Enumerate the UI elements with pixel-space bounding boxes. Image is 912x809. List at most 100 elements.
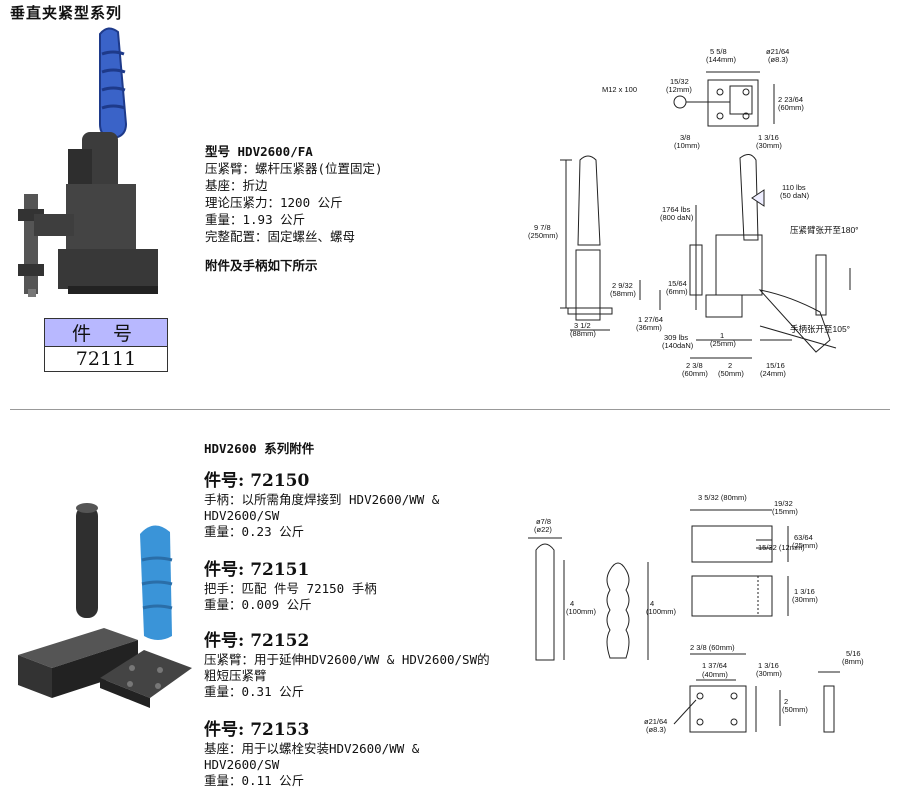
dim-text: (12mm) [666, 85, 692, 94]
dim-text: 3 5/32 (80mm) [698, 493, 747, 502]
spec-line: 理论压紧力：1200 公斤 [205, 195, 343, 210]
model-name: 型号 HDV2600/FA [205, 144, 313, 159]
dim-text: ø7/8 [536, 517, 551, 526]
clamp-photo [18, 27, 158, 297]
dim-text: ø21/64 [766, 47, 789, 56]
spec-line: 压紧臂：螺杆压紧器(位置固定) [205, 161, 383, 176]
clamp-body [66, 184, 136, 254]
dim-text: (ø8.3) [646, 725, 667, 734]
accessory-part-number: 件号: 72152 [204, 631, 310, 651]
spec-line: 重量：1.93 公斤 [205, 212, 306, 227]
dim-text: 9 7/8 [534, 223, 551, 232]
accessory-line: 粗短压紧臂 [204, 668, 267, 683]
dim-text: (100mm) [646, 607, 677, 616]
dim-text: (25mm) [710, 339, 736, 348]
accessory-item: 件号: 72152 压紧臂：用于延伸HDV2600/WW & HDV2600/S… [204, 630, 490, 700]
dim-text: (ø22) [534, 525, 552, 534]
dim-text: (50 daN) [780, 191, 810, 200]
clamp-dimension-drawing: 5 5/8 (144mm) ø21/64 (ø8.3) M12 x 100 15… [528, 47, 859, 378]
dim-text: 3/8 [680, 133, 690, 142]
dim-text: 1 3/16 [758, 133, 779, 142]
dim-text: ø21/64 [644, 717, 667, 726]
part-number: 72111 [44, 346, 168, 372]
clamp-arm-block [18, 628, 138, 668]
dim-text: 15/64 [668, 279, 687, 288]
accessory-item: 件号: 72150 手柄：以所需角度焊接到 HDV2600/WW & HDV26… [204, 470, 439, 540]
accessory-line: 压紧臂：用于延伸HDV2600/WW & HDV2600/SW的 [204, 652, 490, 667]
accessory-line: 重量：0.11 公斤 [204, 773, 305, 788]
dim-text: (24mm) [760, 369, 786, 378]
accessory-dimension-drawing: ø7/8 (ø22) 4 (100mm) 4 (100mm) 3 5/32 (8… [528, 493, 864, 734]
accessory-line: 手柄：以所需角度焊接到 HDV2600/WW & [204, 492, 440, 507]
dim-text: 4 [650, 599, 654, 608]
dim-text: (58mm) [610, 289, 636, 298]
part-number-table: 件 号 72111 [44, 318, 168, 372]
dim-text: 15/32 (12mm) [758, 543, 805, 552]
dim-text: (30mm) [756, 141, 782, 150]
page-title: 垂直夹紧型系列 [10, 4, 123, 22]
dim-text: (88mm) [570, 329, 596, 338]
dim-text: 2 23/64 [778, 95, 803, 104]
dim-text: (6mm) [666, 287, 688, 296]
dim-text: 1 3/16 [758, 661, 779, 670]
accessory-line: 基座：用于以螺栓安装HDV2600/WW & [204, 741, 420, 756]
dim-text: 19/32 [774, 499, 793, 508]
dim-text: 5/16 [846, 649, 861, 658]
dim-text: (30mm) [792, 595, 818, 604]
section-divider [10, 409, 890, 410]
dim-text: 4 [570, 599, 574, 608]
base-plate [100, 650, 192, 698]
product-specs: 型号 HDV2600/FA 压紧臂：螺杆压紧器(位置固定) 基座：折边 理论压紧… [205, 143, 383, 274]
dim-text: 2 [728, 361, 732, 370]
dim-text: 309 lbs [664, 333, 688, 342]
dim-text: 1764 lbs [662, 205, 691, 214]
accessory-item: 件号: 72151 把手：匹配 件号 72150 手柄 重量：0.009 公斤 [204, 559, 377, 613]
dim-text: (15mm) [772, 507, 798, 516]
dim-text: 110 lbs [782, 183, 806, 192]
dim-text: (50mm) [718, 369, 744, 378]
dim-text: (ø8.3) [768, 55, 789, 64]
accessory-part-number: 件号: 72151 [204, 560, 310, 580]
dim-text: M12 x 100 [602, 85, 637, 94]
dim-text: 2 [784, 697, 788, 706]
dim-text: (40mm) [702, 670, 728, 679]
accessory-line: HDV2600/SW [204, 508, 280, 523]
accessory-note: 附件及手柄如下所示 [205, 258, 318, 273]
part-label: 件 号 [44, 318, 168, 347]
dim-text: (140daN) [662, 341, 694, 350]
accessory-line: HDV2600/SW [204, 757, 280, 772]
dim-text: (50mm) [782, 705, 808, 714]
accessory-line: 重量：0.31 公斤 [204, 684, 305, 699]
dim-text: 1 37/64 [702, 661, 727, 670]
dim-text: (10mm) [674, 141, 700, 150]
dim-text: 1 3/16 [794, 587, 815, 596]
accessory-part-number: 件号: 72150 [204, 471, 310, 491]
dim-text: (8mm) [842, 657, 864, 666]
dim-text: (36mm) [636, 323, 662, 332]
dim-text: (30mm) [756, 669, 782, 678]
dim-text: 15/16 [766, 361, 785, 370]
accessory-part-number: 件号: 72153 [204, 720, 310, 740]
dim-text: 2 3/8 [686, 361, 703, 370]
spec-line: 完整配置：固定螺丝、螺母 [205, 229, 356, 244]
dim-text: 1 [720, 331, 724, 340]
accessory-line: 重量：0.009 公斤 [204, 597, 312, 612]
accessories-photo [18, 503, 192, 708]
accessories-title: HDV2600 系列附件 [204, 441, 315, 456]
dim-text: 15/32 [670, 77, 689, 86]
handle-open-label: 手柄张开至105° [790, 324, 850, 334]
spec-line: 基座：折边 [205, 178, 268, 193]
dim-text: (100mm) [566, 607, 597, 616]
dim-text: 1 27/64 [638, 315, 663, 324]
dim-text: (144mm) [706, 55, 737, 64]
dim-text: 63/64 [794, 533, 813, 542]
accessory-line: 把手：匹配 件号 72150 手柄 [204, 581, 377, 596]
dim-text: (250mm) [528, 231, 559, 240]
dim-text: (60mm) [682, 369, 708, 378]
handle-rod [76, 506, 98, 618]
accessory-line: 重量：0.23 公斤 [204, 524, 305, 539]
dim-text: 2 3/8 (60mm) [690, 643, 735, 652]
dim-text: 2 9/32 [612, 281, 633, 290]
dim-text: (800 daN) [660, 213, 694, 222]
dim-text: 3 1/2 [574, 321, 591, 330]
